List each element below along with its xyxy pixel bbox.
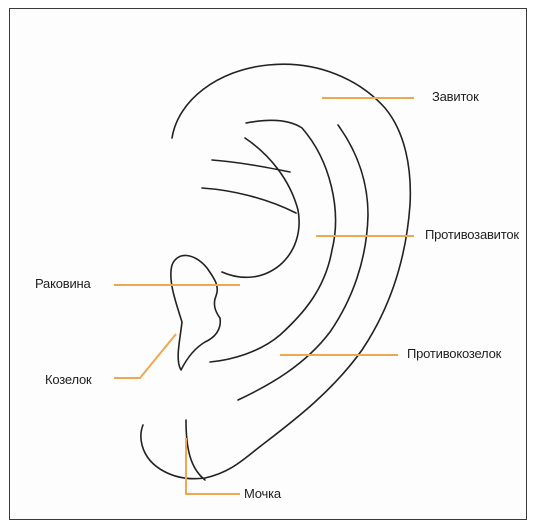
concha-tragus-outline (171, 255, 220, 370)
antihelix-inner (222, 138, 299, 277)
label-tragus: Козелок (45, 372, 92, 387)
antihelix-outer (210, 120, 335, 362)
leader-tragus (114, 334, 176, 378)
label-antitragus: Противокозелок (407, 346, 501, 361)
ear-lobe-curve (186, 420, 205, 480)
antihelix-lower-crus (202, 188, 296, 213)
label-helix: Завиток (432, 89, 479, 104)
label-antihelix: Противозавиток (425, 227, 519, 242)
label-lobe: Мочка (244, 486, 281, 501)
ear-outer-outline (141, 64, 410, 478)
label-concha: Раковина (35, 276, 91, 291)
antihelix-upper-crus (212, 160, 290, 172)
